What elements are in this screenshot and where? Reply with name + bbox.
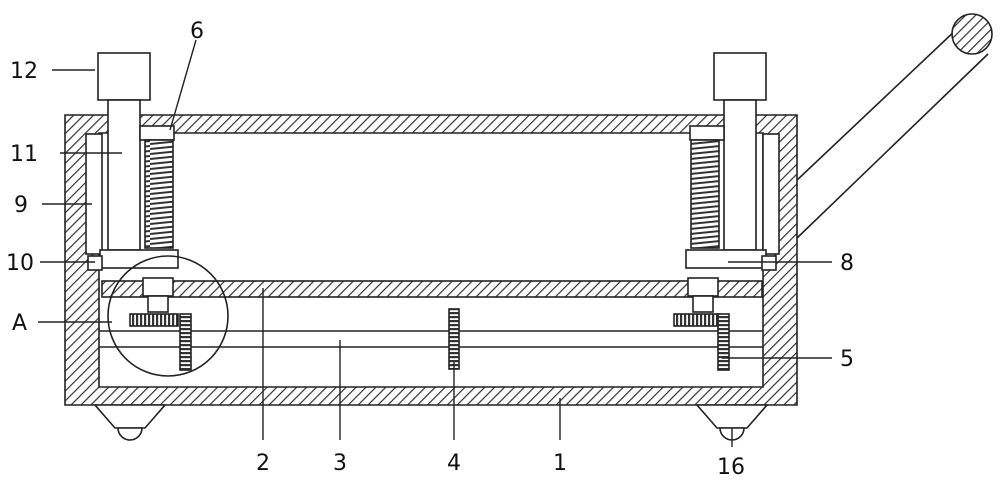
label-6: 6 <box>190 19 204 44</box>
guide-slots <box>86 134 779 254</box>
label-1: 1 <box>553 451 567 476</box>
handle <box>795 14 992 240</box>
label-A: A <box>12 311 27 336</box>
label-3: 3 <box>333 451 347 476</box>
label-4: 4 <box>447 451 461 476</box>
right-mechanism <box>674 53 776 370</box>
inner-plate <box>102 281 762 297</box>
label-10: 10 <box>6 251 34 276</box>
label-2: 2 <box>256 451 270 476</box>
label-16: 16 <box>717 455 745 480</box>
label-8: 8 <box>840 251 854 276</box>
screw-rod <box>99 331 763 347</box>
center-gear <box>449 309 459 369</box>
label-5: 5 <box>840 347 854 372</box>
left-mechanism <box>88 53 228 376</box>
label-12: 12 <box>10 59 38 84</box>
label-11: 11 <box>10 142 38 167</box>
feet <box>95 405 767 440</box>
label-9: 9 <box>14 193 28 218</box>
